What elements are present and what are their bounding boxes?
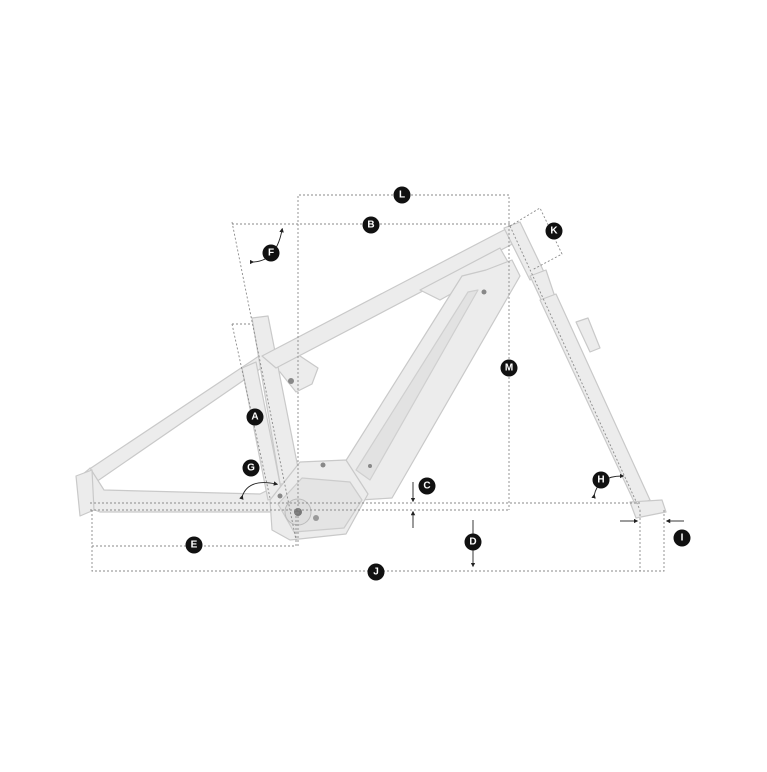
battery-cover [355,289,479,481]
pivot-bolts [277,289,487,499]
marker-C: C [418,477,436,495]
dim-J [91,510,665,572]
marker-D: D [464,533,482,551]
marker-F: F [262,244,280,262]
marker-I: I [673,529,691,547]
marker-J: J [367,563,385,581]
arrow-G [239,481,279,500]
marker-A: A [246,408,264,426]
bike-frame [75,221,667,541]
marker-L: L [393,186,411,204]
rear-dropout [75,469,95,517]
fork-dropout [629,499,667,519]
marker-H: H [592,471,610,489]
marker-K: K [545,222,563,240]
marker-B: B [362,216,380,234]
marker-G: G [242,459,260,477]
marker-M: M [500,359,518,377]
fork-arch [575,317,601,353]
dimension-lines [90,194,665,572]
marker-E: E [185,536,203,554]
dim-fork-axis [509,225,641,511]
fork-leg [539,293,651,507]
